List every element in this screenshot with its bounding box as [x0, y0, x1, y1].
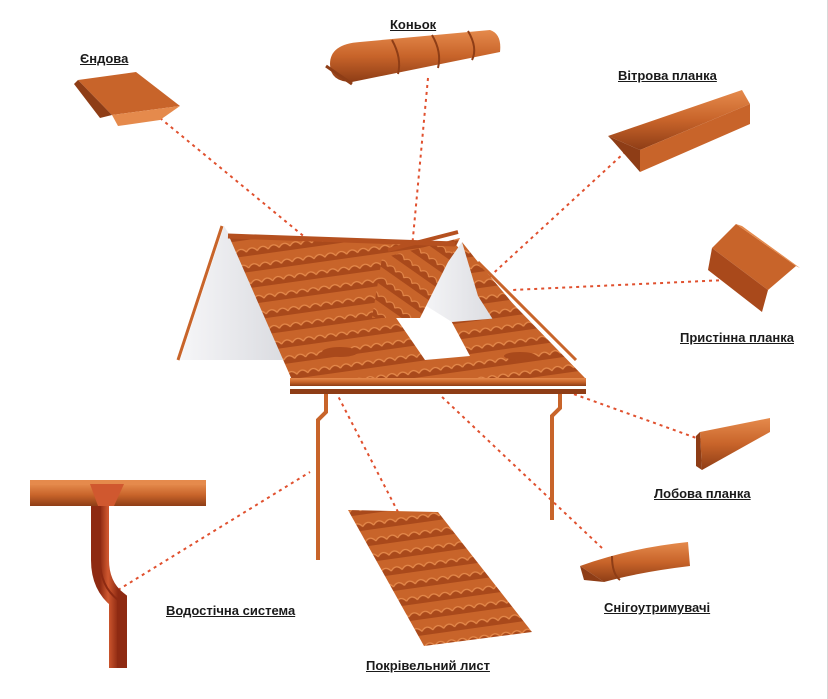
dormer-roof: [372, 238, 460, 318]
gutter-system-illustration: [30, 480, 206, 668]
leader-vodostichna: [117, 471, 311, 591]
leader-snigo: [439, 394, 603, 549]
wind-board-illustration: [608, 90, 750, 172]
gutter-fascia: [290, 378, 586, 386]
eaves-board-illustration: [696, 418, 770, 470]
roofing-sheet-illustration: [348, 510, 532, 646]
leader-lines: [117, 77, 727, 591]
snow-guard-illustration: [580, 542, 690, 582]
left-gable-wall: [180, 226, 290, 360]
downpipe-left: [316, 394, 328, 560]
leader-pokrivelnyi: [337, 395, 399, 513]
leader-lobova: [567, 391, 703, 441]
ridge-piece-illustration: [325, 30, 501, 86]
leader-konok: [411, 77, 429, 249]
leader-endova: [159, 117, 319, 249]
label-pokrivelnyi-lyst: Покрівельний лист: [366, 658, 490, 673]
label-vitrova-planka: Вітрова планка: [618, 68, 717, 83]
wind-board-left: [176, 225, 224, 361]
label-snigoutrymuvachi: Снігоутримувачі: [604, 600, 711, 615]
wall-flashing-illustration: [708, 224, 800, 312]
downpipe-right: [550, 394, 562, 520]
label-vodostichna-systema: Водостічна система: [166, 603, 296, 618]
label-lobova-planka: Лобова планка: [654, 486, 751, 501]
label-prystinna-planka: Пристінна планка: [680, 330, 794, 345]
valley-piece-illustration: [74, 72, 180, 126]
label-endova: Єндова: [80, 51, 129, 66]
label-konok: Коньок: [390, 17, 437, 32]
dormer-wall: [420, 242, 500, 322]
leader-prystinna: [511, 279, 727, 291]
wind-board-right: [476, 260, 578, 362]
leader-vitrova: [485, 141, 637, 281]
dormer-right-roof: [462, 242, 560, 362]
house-illustration: [176, 225, 586, 560]
